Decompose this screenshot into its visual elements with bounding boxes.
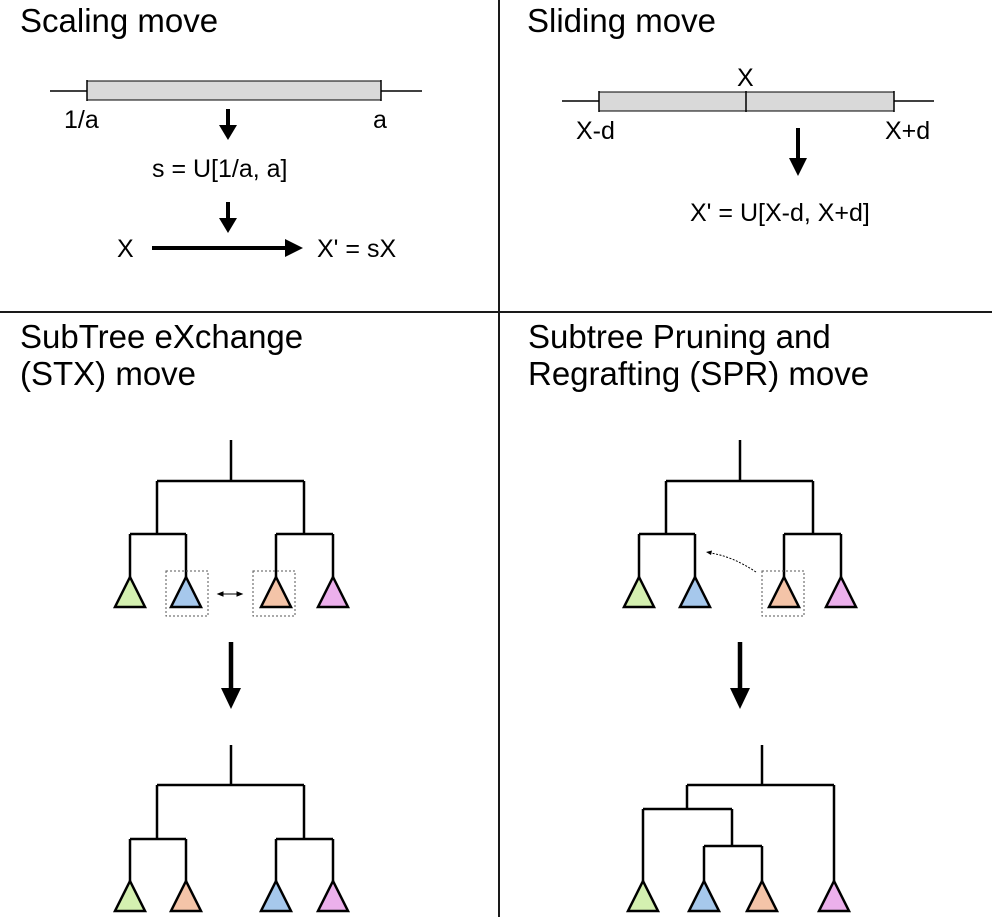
- spr-title-line2: Regrafting (SPR) move: [528, 355, 870, 392]
- sliding-max-label: X+d: [885, 117, 931, 145]
- sliding-center-label: X: [737, 64, 754, 92]
- stx-title-line1: SubTree eXchange: [20, 318, 304, 355]
- stx-exchange-arrow: [216, 591, 244, 597]
- spr-tree-after: [641, 745, 836, 881]
- spr-move-graphic: [621, 440, 859, 913]
- sliding-arrow-down: [789, 128, 807, 176]
- scaling-move-title: Scaling move: [20, 2, 219, 39]
- stx-after-blue-subtree: [258, 878, 294, 913]
- sliding-min-label: X-d: [576, 117, 615, 145]
- scaling-arrow-down-2: [219, 202, 237, 233]
- spr-move-panel: Subtree Pruning and Regrafting (SPR) mov…: [500, 313, 992, 917]
- stx-arrow-down: [221, 642, 241, 709]
- scaling-move-panel: Scaling move 1/a a s = U[1/a, a] X X' = …: [0, 0, 498, 311]
- stx-after-pink-subtree: [315, 878, 351, 913]
- horizontal-divider: [0, 311, 992, 313]
- scaling-max-label: a: [373, 106, 387, 134]
- stx-before-pink-subtree: [315, 574, 351, 609]
- stx-selection-box-left: [165, 570, 209, 617]
- stx-before-blue-subtree: [168, 574, 204, 609]
- scaling-draw-label: s = U[1/a, a]: [152, 155, 288, 183]
- spr-title-line1: Subtree Pruning and: [528, 318, 831, 355]
- scaling-to-label: X' = sX: [317, 235, 397, 263]
- sliding-move-panel: Sliding move X X-d X+d X' = U[X-d, X+d]: [500, 0, 992, 311]
- spr-regraft-arrow: [706, 550, 757, 573]
- scaling-min-label: 1/a: [64, 106, 99, 134]
- stx-before-green-subtree: [112, 574, 148, 609]
- spr-arrow-down: [730, 642, 750, 709]
- spr-before-blue-subtree: [677, 574, 713, 609]
- sliding-result-label: X' = U[X-d, X+d]: [690, 199, 870, 227]
- spr-before-green-subtree: [621, 574, 657, 609]
- stx-selection-box-right: [252, 570, 296, 617]
- scaling-arrow-right: [152, 239, 303, 257]
- spr-selection-box: [761, 570, 805, 617]
- spr-after-pink-subtree: [816, 878, 852, 913]
- stx-title-line2: (STX) move: [20, 355, 197, 392]
- stx-move-graphic: [112, 440, 351, 913]
- stx-tree-before: [128, 440, 335, 577]
- stx-after-green-subtree: [112, 878, 148, 913]
- sliding-move-title: Sliding move: [527, 2, 716, 39]
- scaling-from-label: X: [117, 235, 134, 263]
- spr-tree-before: [637, 440, 843, 577]
- stx-after-orange-subtree: [168, 878, 204, 913]
- spr-before-pink-subtree: [823, 574, 859, 609]
- stx-tree-after: [128, 745, 335, 881]
- spr-after-blue-subtree: [686, 878, 722, 913]
- stx-move-panel: SubTree eXchange (STX) move: [0, 313, 498, 917]
- stx-before-orange-subtree: [258, 574, 294, 609]
- scaling-arrow-down-1: [219, 109, 237, 140]
- sliding-move-graphic: [562, 91, 934, 176]
- spr-before-orange-subtree: [766, 574, 802, 609]
- spr-after-green-subtree: [625, 878, 661, 913]
- spr-after-orange-subtree: [744, 878, 780, 913]
- vertical-divider: [498, 0, 500, 917]
- scaling-interval-bar: [86, 80, 382, 101]
- scaling-move-graphic: [50, 80, 422, 257]
